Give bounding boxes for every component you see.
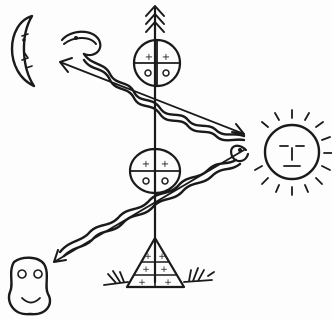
plant-sprigs	[104, 268, 214, 285]
serpent-eye	[74, 36, 78, 40]
triangle-base: + + + + + +	[127, 238, 184, 288]
small-head-figure	[9, 258, 50, 314]
upper-circle-glyph: +	[162, 52, 170, 63]
upper-circle-glyph: +	[145, 52, 153, 63]
crescent-moon-face	[12, 16, 34, 86]
lower-quartered-circle: + +	[130, 149, 180, 193]
lower-circle-glyph: +	[161, 159, 169, 170]
svg-text:+: +	[158, 252, 166, 262]
svg-text:+: +	[164, 278, 172, 288]
upper-quartered-circle: + +	[134, 40, 180, 86]
lower-circle-glyph: +	[142, 159, 150, 170]
svg-text:+: +	[142, 265, 150, 275]
sun-face	[255, 110, 332, 195]
svg-text:+: +	[138, 278, 146, 288]
svg-text:+: +	[144, 252, 152, 262]
svg-text:+: +	[160, 265, 168, 275]
